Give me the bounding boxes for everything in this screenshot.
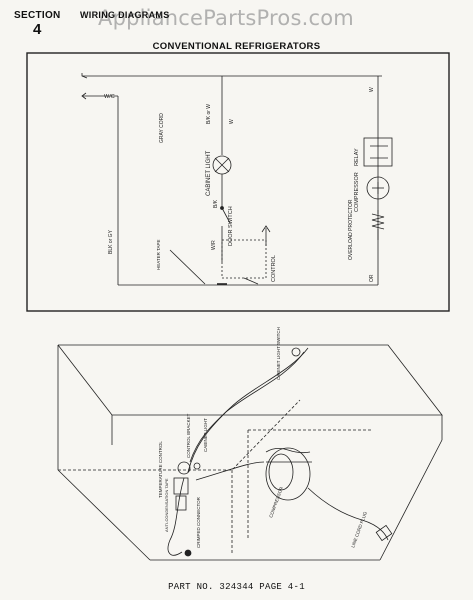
line-cord: [307, 487, 389, 541]
light-switch-part: [291, 347, 301, 357]
arrow-top: [81, 73, 88, 79]
harness-lower: [167, 477, 185, 556]
hidden-edges: [58, 399, 301, 471]
section-number: 4: [33, 21, 42, 38]
label-wire-bk-or-w: B/K or W: [206, 104, 212, 124]
label-cabinet-light: CABINET LIGHT: [206, 150, 212, 196]
cabinet-top-face: [57, 344, 443, 416]
door-switch-blade: [221, 207, 231, 224]
compressor-body: [265, 447, 311, 501]
section-label: SECTION: [14, 10, 61, 21]
light-socket: [193, 462, 201, 470]
label-temperature-control: TEMPERATURE CONTROL: [158, 441, 163, 498]
schematic-border: [26, 52, 450, 312]
label-crimped-connector: CRIMPED CONNECTOR: [196, 496, 201, 548]
label-wire-bk-left: BLK or GY: [108, 229, 114, 254]
plug-part: [375, 524, 393, 542]
label-cabinet-light: CABINET LIGHT: [203, 418, 208, 452]
compressor-symbol: [366, 176, 390, 200]
label-wire-wr: W/R: [211, 240, 217, 250]
label-wire-w-right: W: [369, 87, 375, 92]
watermark: AppliancePartsPros.com: [98, 6, 354, 30]
label-line-cord-plug: LINE CORD PLUG: [350, 510, 368, 548]
label-wc: W/C: [104, 94, 115, 100]
page-subtitle: CONVENTIONAL REFRIGERATORS: [152, 41, 321, 52]
label-overload-protector: OVERLOAD PROTECTOR: [348, 199, 354, 260]
label-cabinet-light-switch: CABINET LIGHT SWITCH: [276, 327, 281, 380]
relay-box: [363, 137, 393, 167]
label-control: CONTROL: [271, 255, 277, 282]
label-wire-w-top: W: [229, 119, 235, 124]
label-door-switch: DOOR SWITCH: [228, 206, 234, 246]
label-anti-condensation-tape: ANTI-CONDENSATION TAPE: [164, 478, 169, 532]
harness-upper: [189, 347, 309, 463]
overload-symbol: [371, 213, 385, 230]
label-wire-bk-door: B/K: [213, 199, 219, 208]
label-relay: RELAY: [354, 148, 360, 166]
header-title: WIRING DIAGRAMS: [80, 10, 170, 20]
label-control-bracket: CONTROL BRACKET: [186, 413, 191, 458]
control-bracket-part: [173, 477, 189, 495]
temperature-control-knob: [177, 461, 191, 475]
label-heater-tape: HEATER TAPE: [156, 239, 161, 270]
label-gray-cord: GRAY CORD: [159, 113, 165, 143]
label-compressor-schematic: COMPRESSOR: [354, 172, 360, 212]
footer-part-number: PART NO. 324344 PAGE 4-1: [168, 582, 305, 592]
label-wire-or: OR: [369, 274, 375, 282]
